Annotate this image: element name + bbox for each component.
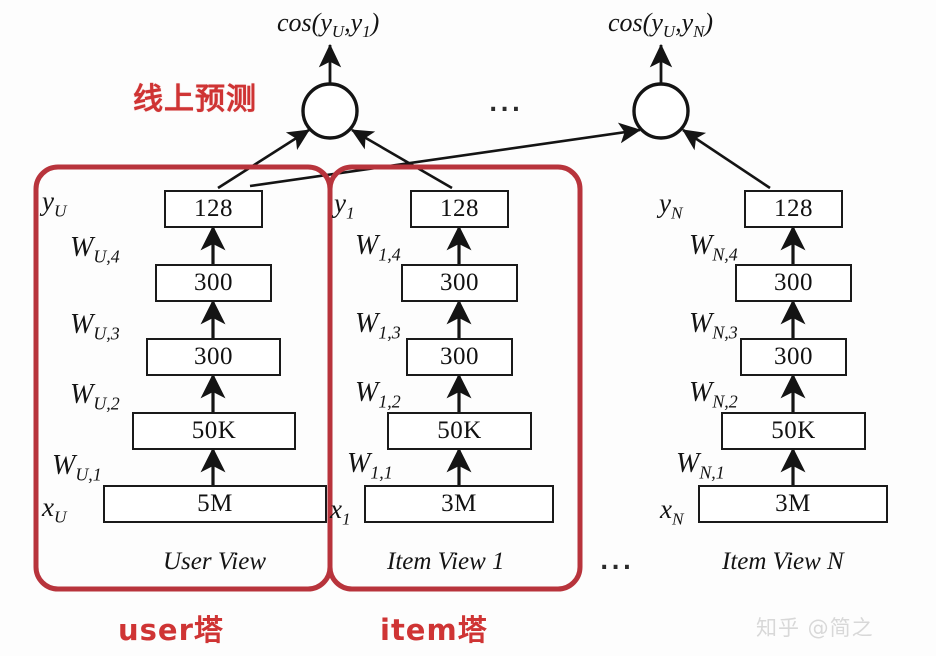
user-layer-50k[interactable]: 50K	[132, 412, 296, 450]
itemN-input-var: x	[660, 494, 672, 524]
item1-weight-1-label: W1,1	[347, 450, 393, 483]
user-w1-sub: U,1	[75, 464, 102, 485]
itemN-layer-300-a[interactable]: 300	[735, 264, 852, 302]
item1-w3-sub: 1,3	[378, 322, 401, 343]
item1-output-var: y	[334, 188, 346, 218]
cos-right-sub2: N	[693, 22, 705, 42]
item1-layer-50k[interactable]: 50K	[387, 412, 532, 450]
item1-output-sub: 1	[345, 203, 355, 223]
cosine-output-label-right: cos(yU,yN)	[608, 8, 713, 42]
cos-left-mid: ,y	[344, 8, 363, 37]
user-output-var: y	[42, 186, 54, 216]
item1-layer-3m[interactable]: 3M	[364, 485, 554, 523]
item1-w2-sub: 1,2	[378, 391, 401, 412]
user-input-var: x	[42, 492, 54, 522]
itemN-w4-sub: N,4	[712, 244, 738, 265]
user-weight-1-label: WU,1	[52, 452, 102, 485]
item1-input-var-label: x1	[330, 496, 351, 528]
cos-left-close: )	[370, 8, 380, 37]
item1-w2-base: W	[355, 377, 379, 408]
itemN-w4-base: W	[689, 230, 713, 261]
itemN-w1-base: W	[676, 448, 700, 479]
tower-to-cosine-links	[217, 122, 771, 190]
item1-w4-base: W	[355, 230, 379, 261]
cosine-output-label-left: cos(yU,y1)	[277, 8, 379, 42]
cos-right-mid: ,y	[675, 8, 694, 37]
user-tower-label: user塔	[118, 613, 224, 647]
item1-weight-4-label: W1,4	[355, 232, 401, 265]
item-tower-label: item塔	[380, 613, 488, 647]
cos-right-close: )	[704, 8, 714, 37]
itemN-weight-2-label: WN,2	[689, 379, 738, 412]
itemN-output-sub: N	[670, 203, 683, 223]
watermark: 知乎 @简之	[756, 616, 874, 640]
user-w4-sub: U,4	[93, 246, 120, 267]
user-input-var-label: xU	[42, 494, 66, 526]
itemN-output-var-label: yN	[659, 190, 683, 222]
user-view-caption: User View	[163, 548, 266, 575]
item1-input-sub: 1	[341, 509, 351, 529]
itemN-layer-50k[interactable]: 50K	[721, 412, 866, 450]
item1-w4-sub: 1,4	[378, 244, 401, 265]
itemN-w3-sub: N,3	[712, 322, 738, 343]
user-weight-2-label: WU,2	[70, 381, 120, 414]
item1-view-caption: Item View 1	[387, 548, 505, 575]
user-w2-base: W	[70, 379, 94, 410]
cosine-node-right	[632, 82, 690, 140]
item1-output-var-label: y1	[334, 190, 355, 222]
itemN-layer-300-b[interactable]: 300	[740, 338, 847, 376]
itemN-layer-128[interactable]: 128	[744, 190, 843, 228]
itemN-w2-sub: N,2	[712, 391, 738, 412]
top-ellipsis: ...	[489, 92, 524, 117]
user-w4-base: W	[70, 232, 94, 263]
user-output-var-label: yU	[42, 188, 66, 220]
cos-right-sub1: U	[662, 22, 676, 42]
itemN-layer-3m[interactable]: 3M	[698, 485, 888, 523]
user-w2-sub: U,2	[93, 393, 120, 414]
user-input-sub: U	[53, 507, 67, 527]
user-w3-sub: U,3	[93, 323, 120, 344]
cos-left-sub2: 1	[362, 22, 371, 42]
cos-right-main: cos(y	[608, 8, 663, 37]
user-layer-128[interactable]: 128	[164, 190, 263, 228]
itemN-weight-4-label: WN,4	[689, 232, 738, 265]
online-prediction-annotation: 线上预测	[133, 82, 257, 117]
itemN-weight-3-label: WN,3	[689, 310, 738, 343]
item1-weight-2-label: W1,2	[355, 379, 401, 412]
itemN-output-var: y	[659, 188, 671, 218]
cosine-output-arrows	[318, 43, 673, 84]
user-w3-base: W	[70, 309, 94, 340]
itemN-w2-base: W	[689, 377, 713, 408]
itemN-w3-base: W	[689, 308, 713, 339]
item1-w1-sub: 1,1	[370, 462, 393, 483]
itemN-view-caption: Item View N	[722, 548, 844, 575]
user-tower-group-box	[33, 164, 333, 592]
user-layer-300-a[interactable]: 300	[155, 264, 272, 302]
cos-left-main: cos(y	[277, 8, 332, 37]
itemN-weight-1-label: WN,1	[676, 450, 725, 483]
item1-layer-300-a[interactable]: 300	[401, 264, 518, 302]
item1-w1-base: W	[347, 448, 371, 479]
item1-layer-128[interactable]: 128	[410, 190, 509, 228]
item1-layer-300-b[interactable]: 300	[406, 338, 513, 376]
user-layer-300-b[interactable]: 300	[146, 338, 281, 376]
bottom-ellipsis: ...	[600, 550, 635, 575]
user-layer-5m[interactable]: 5M	[103, 485, 327, 523]
user-output-sub: U	[53, 201, 67, 221]
itemN-w1-sub: N,1	[699, 462, 725, 483]
itemN-input-var-label: xN	[660, 496, 684, 528]
item1-input-var: x	[330, 494, 342, 524]
user-weight-4-label: WU,4	[70, 234, 120, 267]
item1-w3-base: W	[355, 308, 379, 339]
item1-weight-3-label: W1,3	[355, 310, 401, 343]
cosine-node-left	[301, 82, 359, 140]
user-w1-base: W	[52, 450, 76, 481]
itemN-input-sub: N	[671, 509, 684, 529]
user-weight-3-label: WU,3	[70, 311, 120, 344]
cos-left-sub1: U	[331, 22, 345, 42]
